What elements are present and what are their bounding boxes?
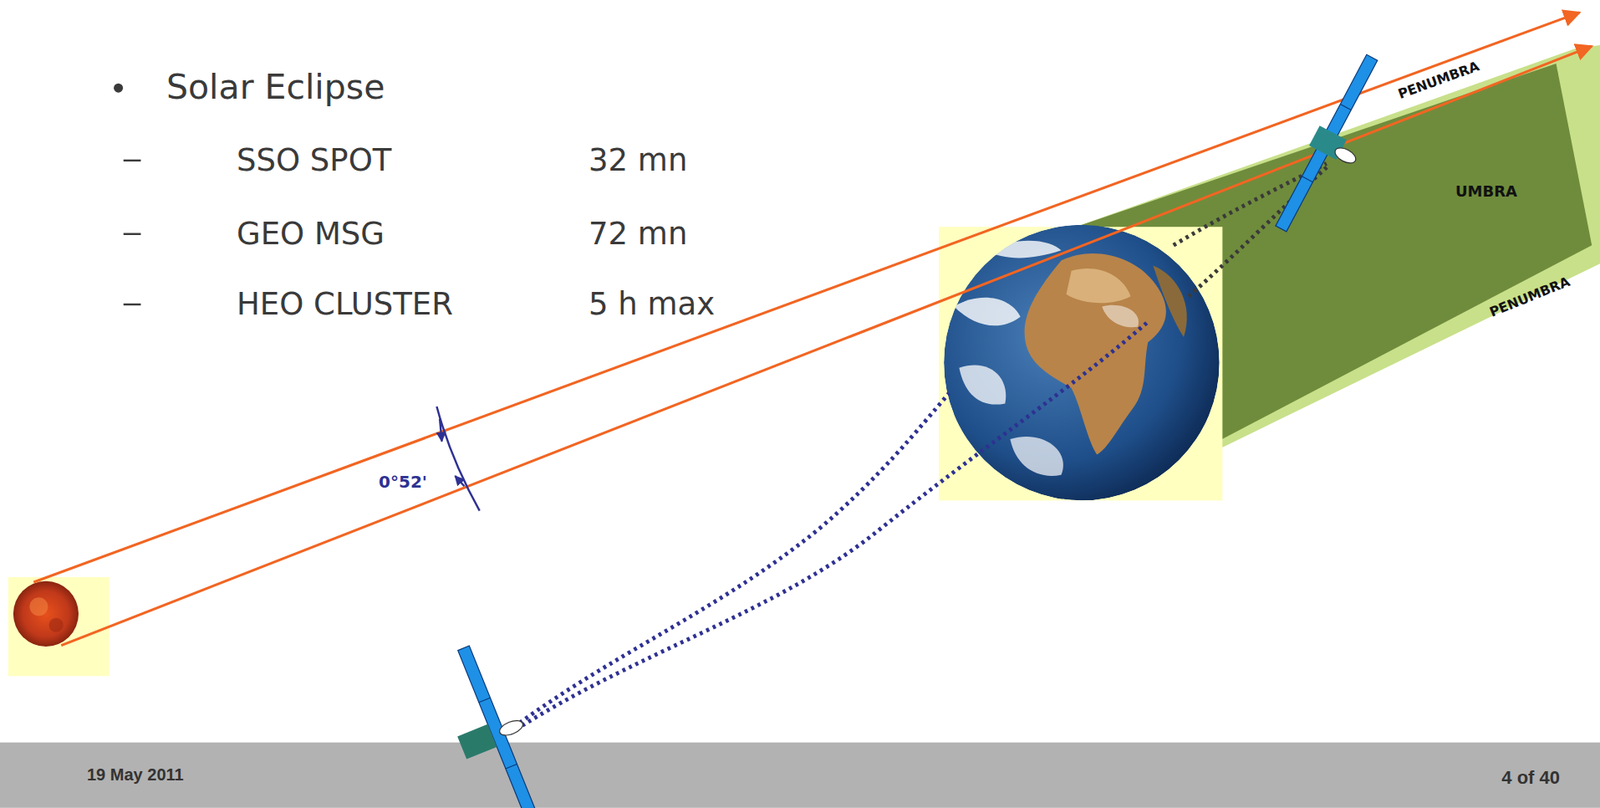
footer-date: 19 May 2011 — [86, 764, 184, 784]
angle-arrow — [439, 418, 442, 442]
sun — [13, 580, 79, 647]
bullet-marker — [113, 83, 123, 93]
page-number: 4 of 40 — [1501, 767, 1560, 788]
sun-ray — [33, 12, 1580, 582]
orbit-name: GEO MSG — [236, 217, 385, 252]
dash-marker — [123, 303, 142, 306]
satellite — [428, 637, 558, 808]
eclipse-duration: 32 mn — [588, 143, 688, 179]
orbit-name: HEO CLUSTER — [236, 287, 454, 322]
angle-arrow — [454, 475, 464, 486]
dash-marker — [123, 233, 142, 235]
footer-bar — [0, 742, 1600, 808]
satellite — [1268, 50, 1402, 245]
sun-ray — [61, 45, 1592, 646]
sun-texture — [29, 596, 48, 616]
eclipse-duration: 5 h max — [588, 287, 715, 322]
bullet-heading: Solar Eclipse — [166, 68, 385, 107]
orbit-path — [509, 321, 1148, 734]
dash-marker — [123, 159, 142, 162]
orbit-name: SSO SPOT — [236, 143, 392, 179]
orbit-path — [508, 392, 949, 731]
sun-texture — [49, 617, 64, 632]
earth — [943, 224, 1225, 506]
eclipse-duration: 72 mn — [588, 217, 688, 252]
angle-arc — [436, 406, 479, 511]
angle-label: 0°52' — [378, 472, 428, 491]
region-label: UMBRA — [1455, 183, 1518, 200]
sun-background — [8, 576, 110, 676]
